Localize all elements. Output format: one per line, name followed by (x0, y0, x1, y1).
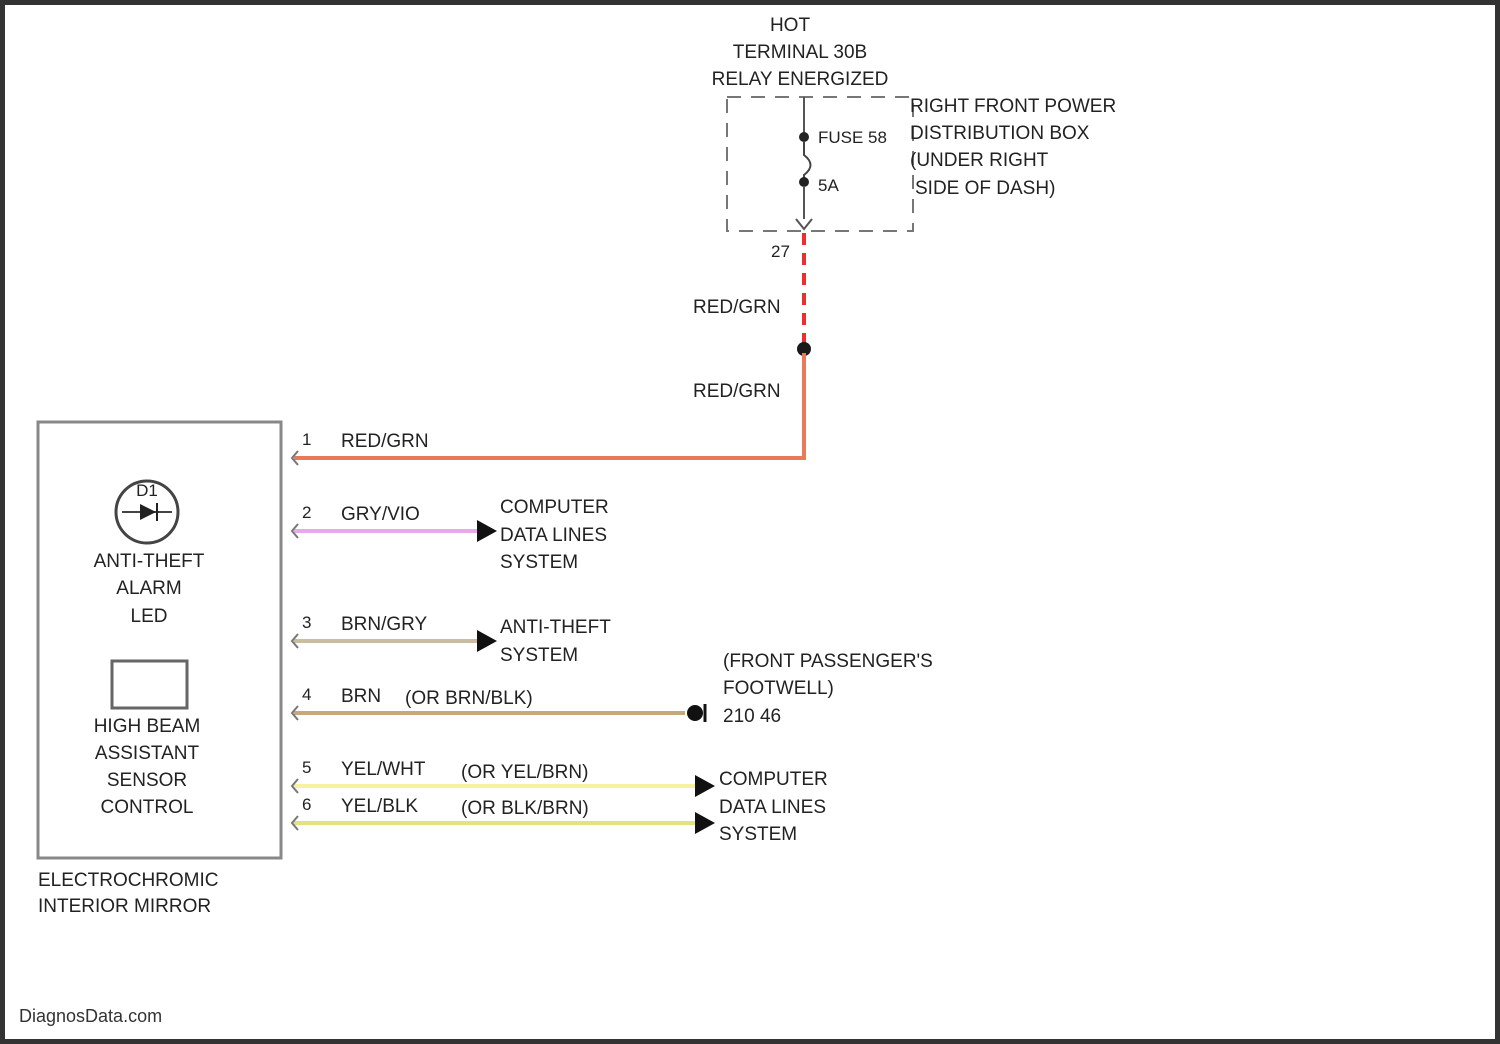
arrow-right-icon (477, 630, 497, 652)
pin-1-wire-color: RED/GRN (341, 431, 429, 452)
hot-label-line: TERMINAL 30B (733, 42, 867, 63)
pin-6-number: 6 (302, 795, 311, 814)
pin-1-number: 1 (302, 430, 311, 449)
fuse-terminal-bottom (799, 177, 809, 187)
pin-3-destination-line: SYSTEM (500, 645, 578, 666)
ground-point-icon (687, 705, 703, 721)
pin-5-wire-alt: (OR YEL/BRN) (461, 762, 588, 783)
sensor-label-line: ASSISTANT (95, 743, 200, 764)
pin-2-destination-line: DATA LINES (500, 525, 607, 546)
pin-5-wire-color: YEL/WHT (341, 759, 426, 780)
pin-6-destination-line: SYSTEM (719, 824, 797, 845)
box-label-line: (UNDER RIGHT (910, 150, 1049, 171)
pin-6-destination-line: DATA LINES (719, 797, 826, 818)
connector-chevron (796, 219, 812, 229)
module-name-label: ELECTROCHROMIC INTERIOR MIRROR (38, 870, 219, 917)
pin-6-destination-line: COMPUTER (719, 769, 828, 790)
led-label-line: ANTI-THEFT (94, 551, 205, 572)
pin-3-wire-color: BRN/GRY (341, 614, 428, 635)
box-label-line: DISTRIBUTION BOX (910, 123, 1090, 144)
pin-2-wire-color: GRY/VIO (341, 504, 420, 525)
hot-label-line: HOT (770, 15, 811, 36)
pin-2-number: 2 (302, 503, 311, 522)
box-label-line: SIDE OF DASH) (915, 178, 1055, 199)
pin-4-destination-line: (FRONT PASSENGER'S (723, 651, 933, 672)
power-distribution-box-label: RIGHT FRONT POWER DISTRIBUTION BOX (UNDE… (910, 96, 1116, 199)
sensor-label-line: SENSOR (107, 770, 187, 791)
pin-2-destination-line: SYSTEM (500, 552, 578, 573)
box-label-line: RIGHT FRONT POWER (910, 96, 1116, 117)
fuse-symbol (804, 141, 811, 181)
pin-4-number: 4 (302, 685, 311, 704)
led-symbol-label: D1 (136, 481, 158, 500)
pin-4-wire-alt: (OR BRN/BLK) (405, 688, 533, 709)
pin-5-number: 5 (302, 758, 311, 777)
pin-6-wire-alt: (OR BLK/BRN) (461, 798, 589, 819)
fuse-terminal-top (799, 132, 809, 142)
feed-wire-upper-label: RED/GRN (693, 297, 781, 318)
arrow-right-icon (477, 520, 497, 542)
power-distribution-box-outline (727, 97, 913, 231)
sensor-label-line: HIGH BEAM (94, 716, 201, 737)
data-lines-destination-label: COMPUTER DATA LINES SYSTEM (719, 769, 828, 845)
connector-pin-label: 27 (771, 242, 790, 261)
module-name-line: ELECTROCHROMIC (38, 870, 219, 891)
wiring-diagram: HOT TERMINAL 30B RELAY ENERGIZED FUSE 58… (5, 5, 1495, 1039)
sensor-label-line: CONTROL (101, 797, 194, 818)
arrow-right-icon (695, 812, 715, 834)
watermark: DiagnosData.com (19, 1006, 162, 1026)
led-label-line: LED (131, 606, 168, 627)
hot-label: HOT TERMINAL 30B RELAY ENERGIZED (712, 15, 889, 90)
pin-3-destination-line: ANTI-THEFT (500, 617, 611, 638)
arrow-right-icon (695, 775, 715, 797)
pin-4-wire-color: BRN (341, 686, 381, 707)
pin-6-wire-color: YEL/BLK (341, 796, 418, 817)
pin-3-number: 3 (302, 613, 311, 632)
pin-2-destination-line: COMPUTER (500, 497, 609, 518)
module-name-line: INTERIOR MIRROR (38, 896, 211, 917)
led-label-line: ALARM (116, 578, 181, 599)
feed-wire-lower-label: RED/GRN (693, 381, 781, 402)
high-beam-sensor-icon (112, 661, 187, 708)
pin-4-destination-line: FOOTWELL) (723, 678, 834, 699)
hot-label-line: RELAY ENERGIZED (712, 69, 889, 90)
pin-4-destination-line: 210 46 (723, 706, 781, 727)
fuse-label: FUSE 58 (818, 128, 887, 147)
fuse-rating: 5A (818, 176, 839, 195)
